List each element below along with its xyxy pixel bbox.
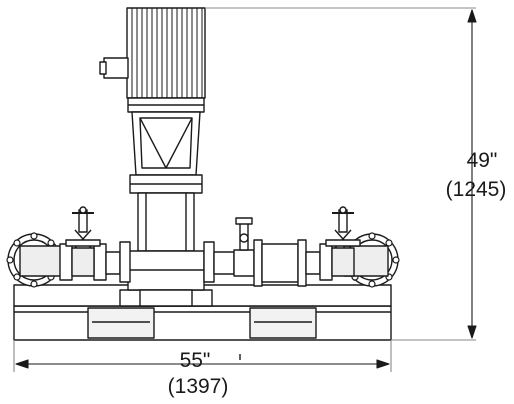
discharge-valve [325, 206, 361, 277]
pressure-gauge [235, 217, 253, 251]
suction-header [6, 232, 131, 288]
motor-stool [129, 111, 203, 194]
height-dimension-imperial: 49" [466, 149, 498, 172]
pump-column [127, 192, 205, 307]
width-dimension-metric: (1397) [167, 375, 229, 398]
discharge-header [203, 232, 400, 288]
motor [99, 7, 206, 113]
width-dimension-line [13, 340, 392, 372]
width-dimension-imperial: 55" [179, 349, 211, 372]
base-frame [13, 284, 392, 341]
height-dimension-metric: (1245) [445, 178, 507, 201]
suction-valve [65, 206, 101, 277]
height-dimension-line [205, 7, 477, 341]
